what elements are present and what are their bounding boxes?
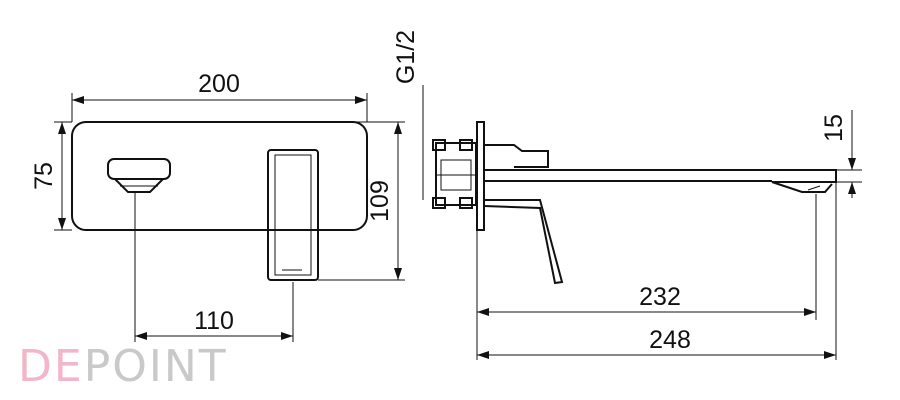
front-view: 200 75 109 110 (30, 70, 405, 342)
front-lever-inner (274, 154, 312, 276)
thread-label: G1/2 (392, 30, 420, 84)
side-connection-box (435, 142, 477, 206)
dim-110-arrow-left (135, 332, 147, 340)
dim-200-arrow-right (355, 96, 367, 104)
dim-75-label: 75 (30, 162, 58, 190)
side-nut-top-left (432, 139, 446, 151)
side-spout-aerator (807, 185, 821, 191)
dim-110-label: 110 (194, 307, 234, 335)
side-nut-bottom-left (432, 197, 446, 209)
dim-248-label: 248 (649, 326, 691, 354)
dim-15-arrow-top (848, 158, 856, 170)
dim-109-label: 109 (366, 180, 394, 222)
dim-15-arrow-bottom (848, 182, 856, 194)
dim-109-arrow-bottom (394, 268, 402, 280)
watermark-logo: DEPOINT (18, 341, 228, 392)
dim-200-label: 200 (198, 70, 240, 98)
side-lever-top (484, 144, 549, 168)
side-wall-plate (476, 121, 485, 231)
front-lever (267, 149, 319, 281)
dim-15-label: 15 (820, 114, 848, 142)
dim-75-arrow-top (58, 122, 66, 134)
front-wall-plate (71, 121, 368, 231)
front-spout-outlet (107, 158, 171, 180)
watermark-suffix: POINT (84, 341, 228, 392)
watermark-prefix: DE (18, 341, 84, 392)
side-lever-arm (483, 199, 564, 285)
dim-200-arrow-left (72, 96, 84, 104)
dim-248-arrow-right (824, 351, 836, 359)
side-nut-bottom-right (459, 197, 473, 209)
side-nut-top-right (459, 139, 473, 151)
dim-232-arrow-right (804, 308, 816, 316)
dim-232-label: 232 (639, 283, 681, 311)
side-view: G1/2 15 (392, 30, 862, 360)
dim-248-arrow-left (477, 351, 489, 359)
dim-75-arrow-bottom (58, 218, 66, 230)
dim-232-arrow-left (477, 308, 489, 316)
dim-109-arrow-top (394, 122, 402, 134)
dim-110-arrow-right (281, 332, 293, 340)
